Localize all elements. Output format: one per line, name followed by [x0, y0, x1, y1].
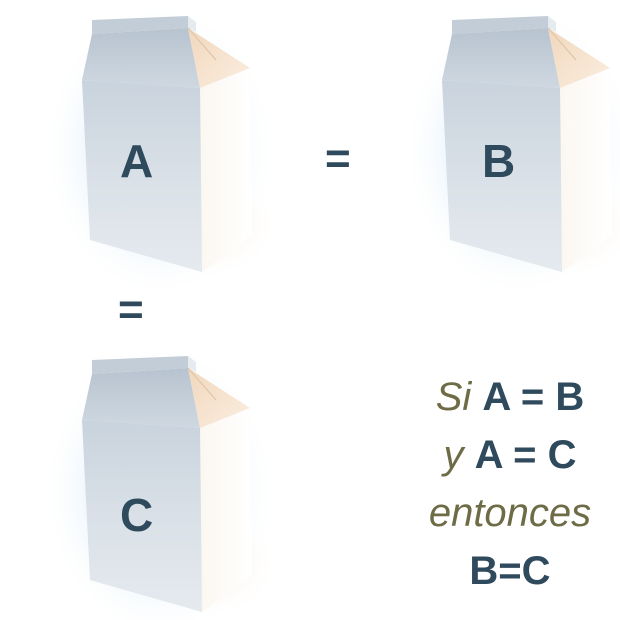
carton-a: A: [41, 0, 281, 301]
carton-c-label: C: [120, 489, 154, 541]
equals-sign-horizontal: =: [325, 134, 351, 183]
word-entonces: entonces: [428, 491, 592, 535]
transitive-statement: Si A = B y A = C entonces B=C: [405, 368, 615, 600]
expr-a-equals-c: A = C: [474, 433, 577, 477]
expr-a-equals-b: A = B: [482, 375, 585, 419]
carton-b-label: B: [482, 135, 516, 187]
statement-line-4: B=C: [405, 542, 615, 600]
equals-sign-vertical: =: [118, 285, 144, 334]
carton-c-image: [41, 339, 281, 620]
word-si: Si: [435, 375, 472, 419]
carton-a-image: [41, 0, 281, 301]
carton-b-image: [401, 0, 620, 301]
carton-b: B: [401, 0, 620, 301]
expr-b-equals-c: B=C: [469, 549, 551, 593]
word-y: y: [443, 433, 464, 477]
statement-line-1: Si A = B: [405, 368, 615, 426]
statement-line-3: entonces: [405, 484, 615, 542]
carton-a-label: A: [120, 135, 154, 187]
statement-line-2: y A = C: [405, 426, 615, 484]
carton-c: C: [41, 339, 281, 620]
